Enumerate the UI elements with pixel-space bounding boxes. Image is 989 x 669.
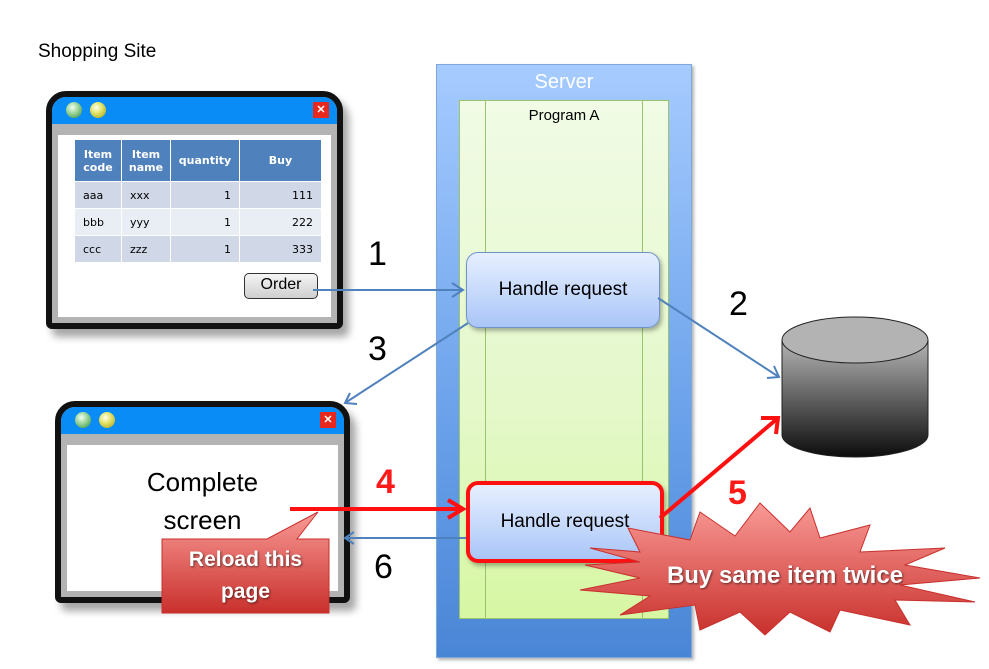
step-3-label: 3 xyxy=(368,330,387,368)
cell-item-name: yyy xyxy=(121,208,171,236)
yellow-ball-icon xyxy=(90,102,106,118)
arrow-5 xyxy=(658,416,781,520)
reload-callout xyxy=(161,511,330,614)
close-icon[interactable]: ✕ xyxy=(313,102,329,118)
database-icon xyxy=(781,316,929,458)
reload-line-1: Reload this xyxy=(188,548,303,571)
cell-quantity: 1 xyxy=(170,208,240,236)
window-titlebar: ✕ xyxy=(52,97,337,124)
starburst-callout xyxy=(579,502,981,636)
handle-request-box-2: Handle request xyxy=(466,481,664,563)
complete-line-2: screen xyxy=(163,505,242,535)
table-row: aaa xxx 1 111 xyxy=(74,181,322,209)
green-ball-icon xyxy=(75,412,91,428)
window-titlebar: ✕ xyxy=(61,407,344,434)
yellow-ball-icon xyxy=(99,412,115,428)
table-row: ccc zzz 1 333 xyxy=(74,235,322,263)
arrow-4 xyxy=(290,498,467,520)
program-divider xyxy=(642,101,643,618)
cell-quantity: 1 xyxy=(170,235,240,263)
cell-quantity: 1 xyxy=(170,181,240,209)
step-4-label: 4 xyxy=(376,463,395,501)
complete-screen-text: Complete screen xyxy=(67,463,338,539)
step-6-label: 6 xyxy=(374,548,393,586)
program-title: Program A xyxy=(528,107,600,124)
arrow-6 xyxy=(343,531,466,545)
reload-line-2: page xyxy=(220,580,270,603)
site-title: Shopping Site xyxy=(38,41,157,62)
arrow-1 xyxy=(313,282,465,298)
server-title: Server xyxy=(534,71,594,93)
close-icon[interactable]: ✕ xyxy=(320,412,336,428)
cell-item-name: xxx xyxy=(121,181,171,209)
cell-item-code: ccc xyxy=(74,235,122,263)
program-divider xyxy=(485,101,486,618)
step-2-label: 2 xyxy=(729,285,748,323)
cell-buy: 222 xyxy=(239,208,322,236)
handle-request-box-1: Handle request xyxy=(466,252,660,328)
order-button[interactable]: Order xyxy=(244,273,318,299)
arrow-3 xyxy=(343,322,469,405)
arrow-2 xyxy=(657,297,781,379)
cell-buy: 333 xyxy=(239,235,322,263)
cell-buy: 111 xyxy=(239,181,322,209)
reload-callout-text: Reload this page xyxy=(162,544,329,608)
col-header-buy: Buy xyxy=(239,139,322,182)
col-header-quantity: quantity xyxy=(170,139,240,182)
green-ball-icon xyxy=(66,102,82,118)
table-row: bbb yyy 1 222 xyxy=(74,208,322,236)
starburst-text: Buy same item twice xyxy=(666,562,904,589)
step-1-label: 1 xyxy=(368,235,387,273)
step-5-label: 5 xyxy=(728,474,747,512)
complete-line-1: Complete xyxy=(146,467,259,497)
